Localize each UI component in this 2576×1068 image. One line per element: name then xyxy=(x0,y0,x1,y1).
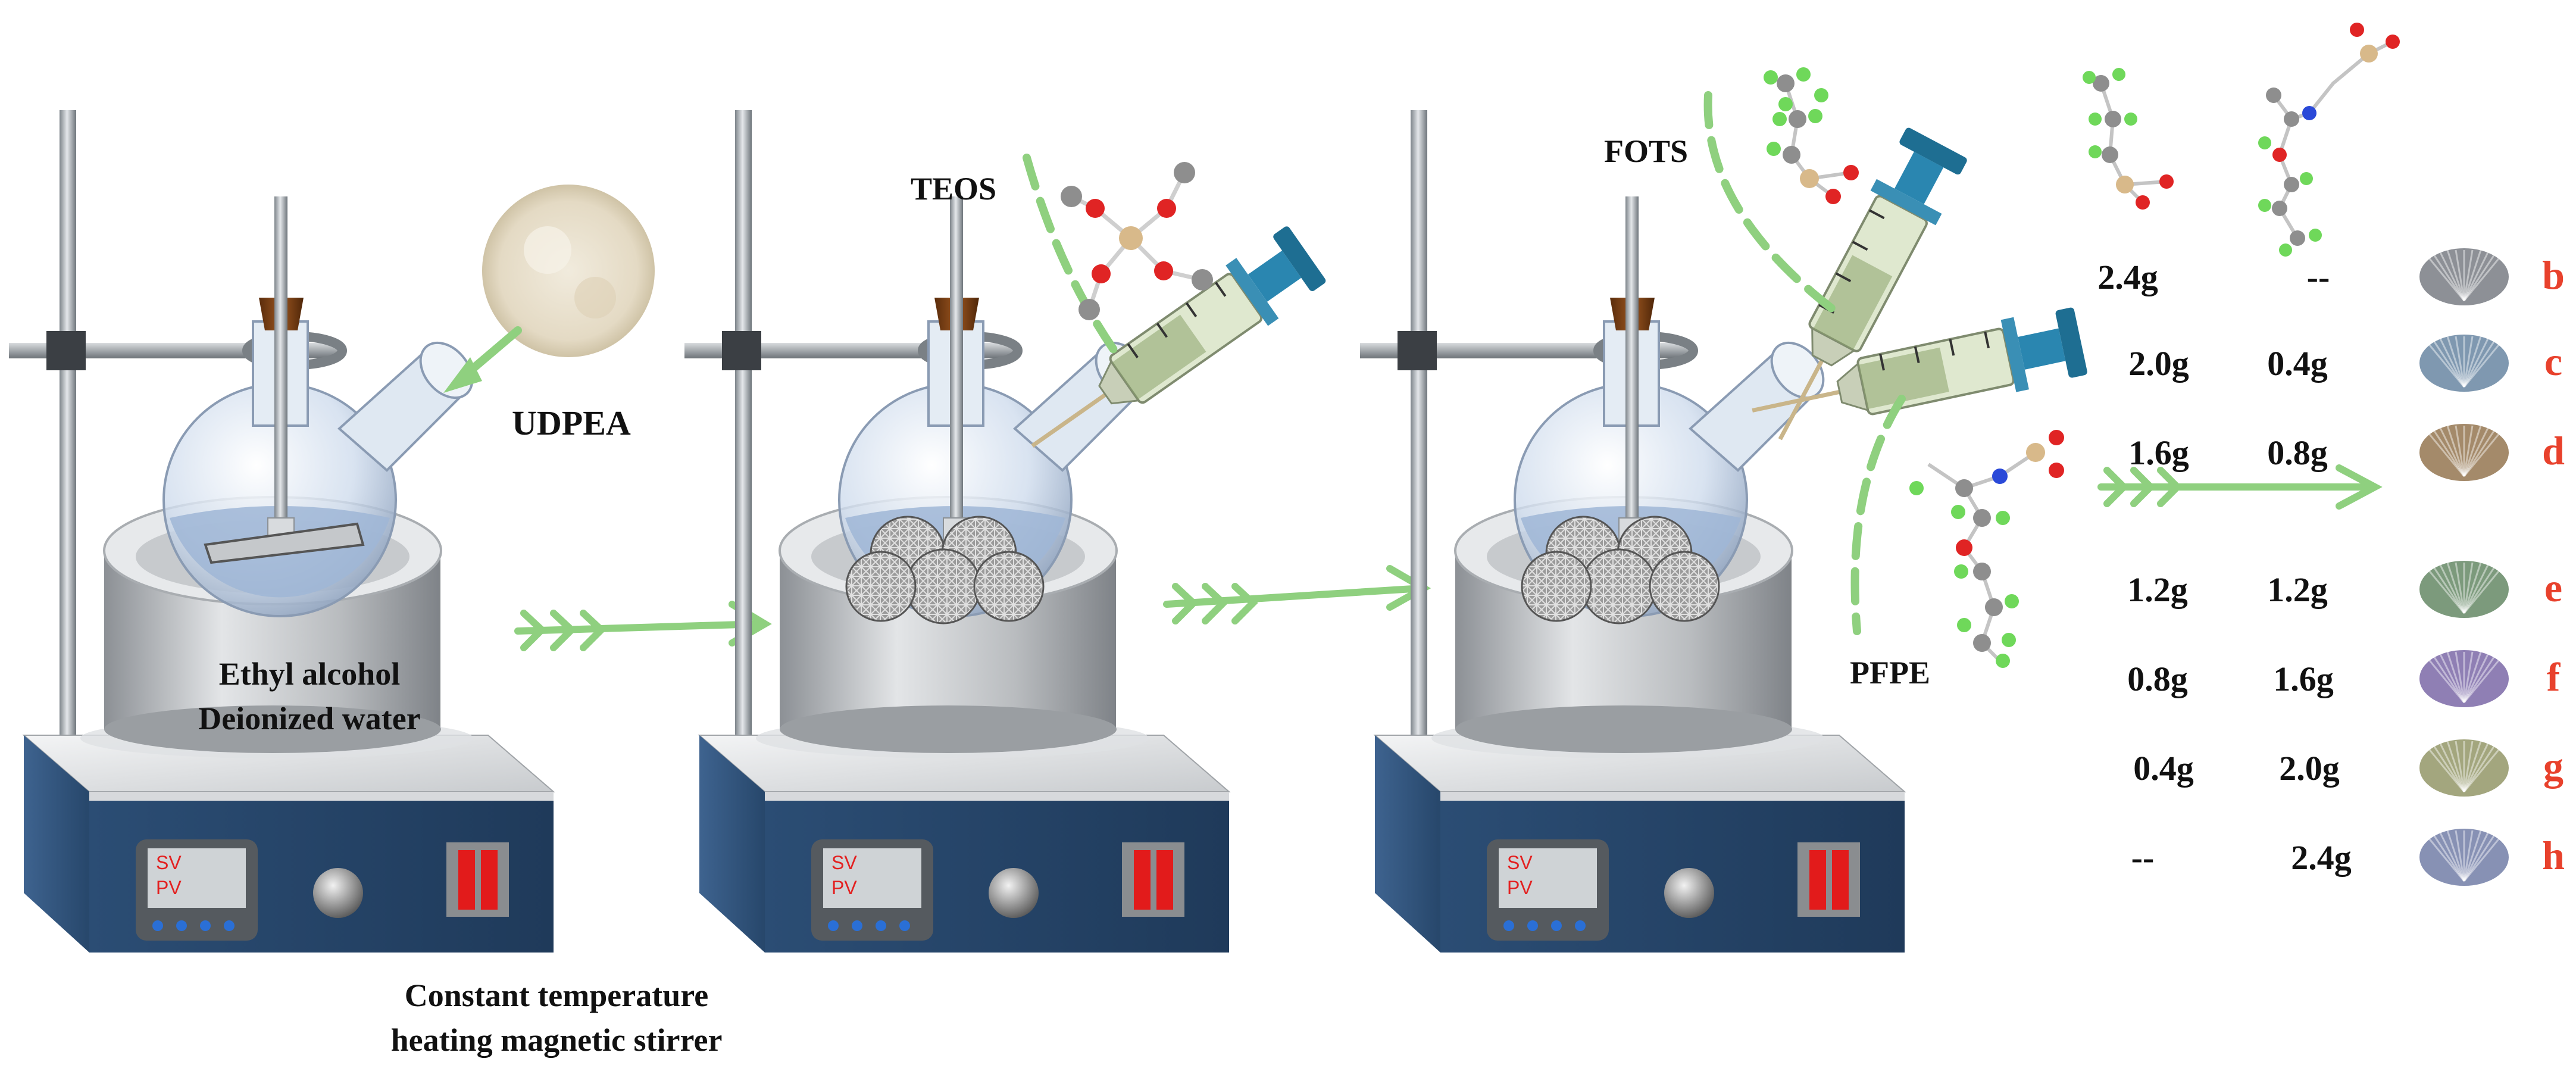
display-sv: SV xyxy=(156,852,182,873)
sample-letter: c xyxy=(2544,339,2562,384)
teos-label: TEOS xyxy=(911,171,996,207)
pfpe-amount: -- xyxy=(2307,258,2330,296)
formulation-table: 2.4g -- b 2.0g 0.4g c 1.6g 0.8g d 1.2g 1.2g e 0.8g 1.… xyxy=(2097,248,2565,886)
sponge-sample-icon xyxy=(2419,829,2509,886)
sponge-sample-icon xyxy=(1521,516,1720,624)
arrow-icon xyxy=(443,326,522,393)
fots-amount: 1.2g xyxy=(2127,570,2188,609)
sponge-sample-icon xyxy=(2419,335,2509,392)
sample-letter: e xyxy=(2544,565,2562,610)
sample-letter: g xyxy=(2543,744,2564,789)
fots-amount: 2.4g xyxy=(2097,258,2158,296)
fots-amount: 0.4g xyxy=(2133,749,2194,788)
molecule-icon xyxy=(1909,430,2064,668)
solvent-label-line2: Deionized water xyxy=(198,701,420,736)
pfpe-amount: 1.2g xyxy=(2267,570,2328,609)
stirrer-2: SV PV xyxy=(684,110,1229,953)
display-pv: PV xyxy=(156,877,182,898)
sponge-sample-icon xyxy=(2419,561,2509,618)
pfpe-label: PFPE xyxy=(1850,655,1930,691)
sample-letter: b xyxy=(2542,252,2565,298)
stirrer-caption-line1: Constant temperature xyxy=(405,978,708,1013)
fots-amount: 0.8g xyxy=(2127,660,2188,698)
sponge-sample-icon xyxy=(2419,424,2509,481)
arrow-icon xyxy=(1703,91,1906,635)
sponge-sample-icon xyxy=(2419,739,2509,797)
sponge-sample-icon xyxy=(2419,248,2509,305)
display-sv: SV xyxy=(1507,852,1533,873)
fots-label: FOTS xyxy=(1604,133,1688,169)
fots-amount: 1.6g xyxy=(2128,433,2189,472)
pfpe-amount: 2.0g xyxy=(2279,749,2340,788)
powder-sample-icon xyxy=(482,185,655,357)
sample-letter: d xyxy=(2542,428,2565,473)
stirrer-1: SV PV xyxy=(9,110,554,953)
arrow-icon xyxy=(514,601,772,651)
sample-letter: h xyxy=(2542,833,2565,878)
molecule-icon xyxy=(1764,67,1859,204)
sponge-sample-icon xyxy=(845,516,1045,624)
pfpe-amount: 0.4g xyxy=(2267,344,2328,383)
fots-amount: -- xyxy=(2131,838,2155,877)
solvent-label-line1: Ethyl alcohol xyxy=(219,656,401,692)
arrow-icon xyxy=(1163,565,1431,624)
display-sv: SV xyxy=(831,852,857,873)
sponge-sample-icon xyxy=(2419,650,2509,707)
stirrer-caption-line2: heating magnetic stirrer xyxy=(391,1022,723,1058)
fots-amount: 2.0g xyxy=(2128,344,2189,383)
pfpe-amount: 0.8g xyxy=(2267,433,2328,472)
pfpe-amount: 2.4g xyxy=(2291,838,2352,877)
molecule-icon xyxy=(1061,162,1213,320)
pfpe-amount: 1.6g xyxy=(2273,660,2334,698)
display-pv: PV xyxy=(831,877,857,898)
arrow-icon xyxy=(1023,154,1123,361)
stirrer-3: SV PV xyxy=(1360,110,1905,953)
sample-letter: f xyxy=(2547,654,2561,699)
molecule-icon xyxy=(2258,23,2400,257)
molecule-icon xyxy=(2083,68,2174,210)
udpea-label: UDPEA xyxy=(512,404,631,442)
arrow-icon xyxy=(2097,464,2383,510)
display-pv: PV xyxy=(1507,877,1533,898)
